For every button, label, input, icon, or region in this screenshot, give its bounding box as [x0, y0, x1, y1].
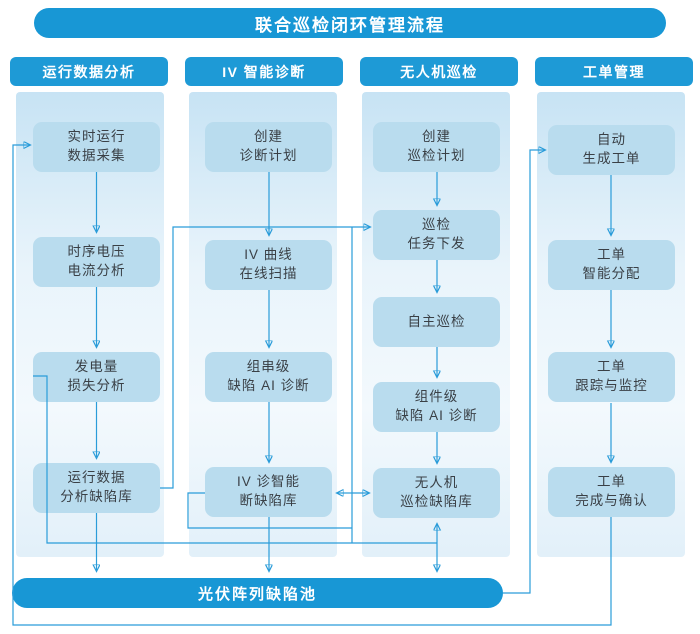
- box-auto-generate-work-order: 自动 生成工单: [548, 125, 675, 175]
- box-label-line: 自动: [597, 132, 626, 148]
- box-realtime-data-collection: 实时运行 数据采集: [33, 122, 160, 172]
- box-label-line: 时序电压: [67, 244, 126, 260]
- column-header-iv-smart-diagnosis: IV 智能诊断: [185, 57, 343, 86]
- box-label-line: 巡检: [422, 217, 451, 233]
- box-work-order-tracking-monitoring: 工单 跟踪与监控: [548, 352, 675, 402]
- box-label-line: 组串级: [246, 359, 291, 375]
- box-label-line: 实时运行: [67, 129, 126, 145]
- box-timeseries-voltage-current-analysis: 时序电压 电流分析: [33, 237, 160, 287]
- box-label-line: IV 诊智能: [236, 474, 300, 490]
- box-label-line: IV 曲线: [244, 247, 293, 263]
- box-label-line: 创建: [422, 129, 451, 145]
- box-label-line: 在线扫描: [239, 266, 298, 281]
- box-create-diagnosis-plan: 创建 诊断计划: [205, 122, 332, 172]
- box-work-order-smart-assignment: 工单 智能分配: [548, 240, 675, 290]
- box-label-line: 巡检计划: [407, 148, 466, 163]
- column-header-work-order-management: 工单管理: [535, 57, 693, 86]
- box-label-line: 无人机: [414, 475, 459, 491]
- box-work-order-completion-confirmation: 工单 完成与确认: [548, 467, 675, 517]
- box-label-line: 完成与确认: [575, 493, 648, 508]
- box-label-line: 生成工单: [582, 151, 641, 166]
- box-label-line: 缺陷 AI 诊断: [395, 408, 478, 423]
- pv-array-defect-pool-banner: 光伏阵列缺陷池: [12, 578, 503, 608]
- box-label-line: 分析缺陷库: [60, 489, 133, 504]
- box-label-line: 数据采集: [67, 148, 126, 163]
- box-operating-data-defect-library: 运行数据 分析缺陷库: [33, 463, 160, 513]
- box-module-level-ai-diagnosis: 组件级 缺陷 AI 诊断: [373, 382, 500, 432]
- column-header-drone-inspection: 无人机巡检: [360, 57, 518, 86]
- page-title: 联合巡检闭环管理流程: [34, 8, 666, 38]
- box-string-level-ai-diagnosis: 组串级 缺陷 AI 诊断: [205, 352, 332, 402]
- box-label-line: 发电量: [74, 359, 119, 375]
- box-label-line: 断缺陷库: [239, 493, 298, 508]
- box-label-line: 工单: [597, 474, 626, 490]
- box-iv-curve-online-scan: IV 曲线 在线扫描: [205, 240, 332, 290]
- box-inspection-task-dispatch: 巡检 任务下发: [373, 210, 500, 260]
- box-label-line: 组件级: [414, 389, 459, 405]
- box-iv-diagnosis-defect-library: IV 诊智能 断缺陷库: [205, 467, 332, 517]
- box-label-line: 工单: [597, 359, 626, 375]
- box-create-inspection-plan: 创建 巡检计划: [373, 122, 500, 172]
- box-autonomous-inspection: 自主巡检: [373, 297, 500, 347]
- box-label-line: 任务下发: [407, 236, 466, 251]
- box-label-line: 自主巡检: [407, 313, 466, 329]
- column-header-operating-data-analysis: 运行数据分析: [10, 57, 168, 86]
- box-label-line: 诊断计划: [239, 148, 298, 163]
- box-label-line: 智能分配: [582, 266, 641, 281]
- box-label-line: 跟踪与监控: [575, 378, 648, 393]
- box-drone-inspection-defect-library: 无人机 巡检缺陷库: [373, 468, 500, 518]
- box-generation-loss-analysis: 发电量 损失分析: [33, 352, 160, 402]
- box-label-line: 创建: [254, 129, 283, 145]
- box-label-line: 运行数据: [67, 470, 126, 486]
- box-label-line: 电流分析: [67, 263, 126, 278]
- box-label-line: 工单: [597, 247, 626, 263]
- box-label-line: 巡检缺陷库: [400, 494, 473, 509]
- box-label-line: 损失分析: [67, 378, 126, 393]
- box-label-line: 缺陷 AI 诊断: [227, 378, 310, 393]
